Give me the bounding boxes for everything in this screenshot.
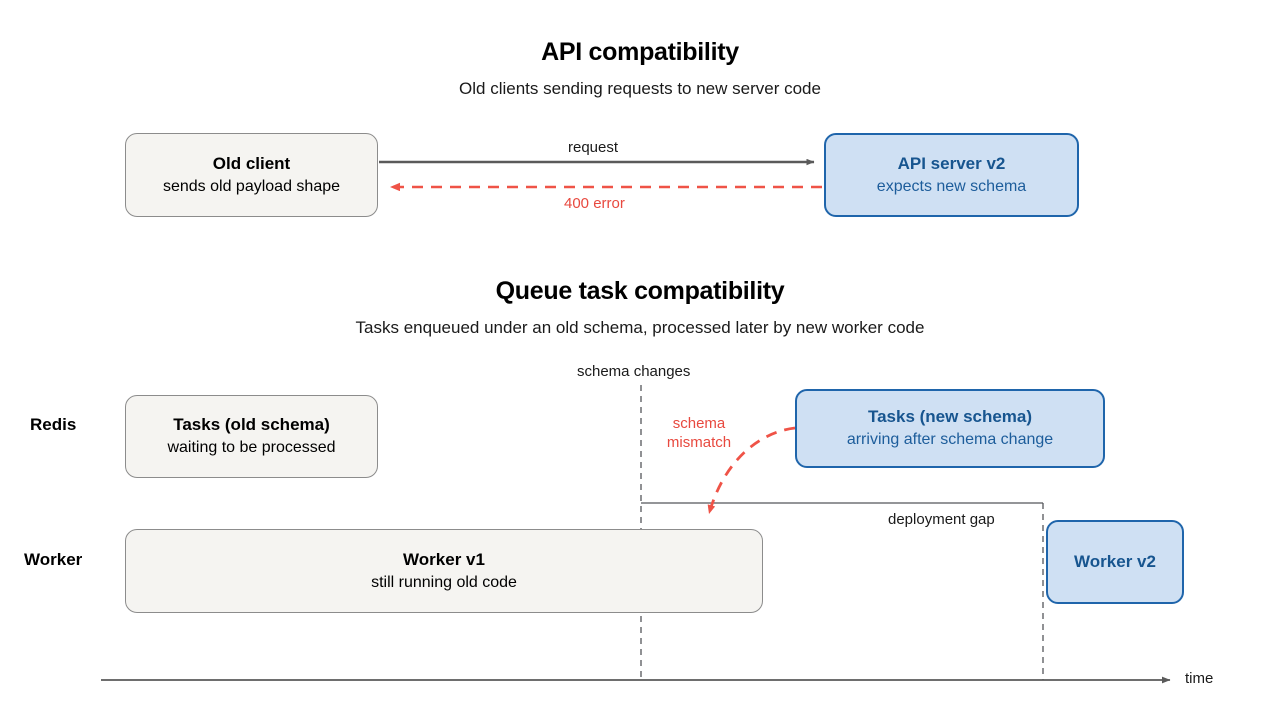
node-api-server-v2-subtitle: expects new schema [876, 177, 1027, 195]
node-tasks-old-schema-subtitle: waiting to be processed [167, 439, 336, 457]
request-arrow-label: request [568, 139, 619, 156]
lane-label-worker: Worker [24, 550, 83, 569]
queue-section-subtitle: Tasks enqueued under an old schema, proc… [355, 318, 925, 337]
node-tasks-new-schema[interactable]: Tasks (new schema) arriving after schema… [795, 389, 1105, 468]
node-worker-v1-subtitle: still running old code [371, 573, 517, 591]
node-tasks-new-schema-subtitle: arriving after schema change [846, 431, 1054, 449]
schema-changes-label: schema changes [577, 363, 691, 380]
node-worker-v2[interactable]: Worker v2 [1046, 520, 1184, 604]
node-tasks-old-schema-title: Tasks (old schema) [173, 415, 330, 435]
node-old-client-subtitle: sends old payload shape [162, 177, 341, 195]
node-worker-v1[interactable]: Worker v1 still running old code [125, 529, 763, 613]
deployment-gap-label: deployment gap [888, 511, 995, 528]
lane-label-redis: Redis [30, 415, 77, 434]
node-api-server-v2-title: API server v2 [897, 153, 1006, 173]
node-api-server-v2[interactable]: API server v2 expects new schema [824, 133, 1079, 217]
queue-section-title: Queue task compatibility [495, 277, 785, 305]
node-worker-v1-title: Worker v1 [403, 549, 485, 569]
node-tasks-old-schema[interactable]: Tasks (old schema) waiting to be process… [125, 395, 378, 478]
node-tasks-new-schema-title: Tasks (new schema) [867, 407, 1033, 427]
api-section-title: API compatibility [541, 38, 739, 66]
error-arrow-label: 400 error [564, 195, 625, 212]
api-section-subtitle: Old clients sending requests to new serv… [459, 79, 821, 98]
node-old-client-title: Old client [212, 153, 291, 173]
node-old-client[interactable]: Old client sends old payload shape [125, 133, 378, 217]
schema-mismatch-label: schema mismatch [666, 415, 732, 451]
time-axis-label: time [1185, 670, 1214, 687]
node-worker-v2-title: Worker v2 [1074, 552, 1156, 572]
